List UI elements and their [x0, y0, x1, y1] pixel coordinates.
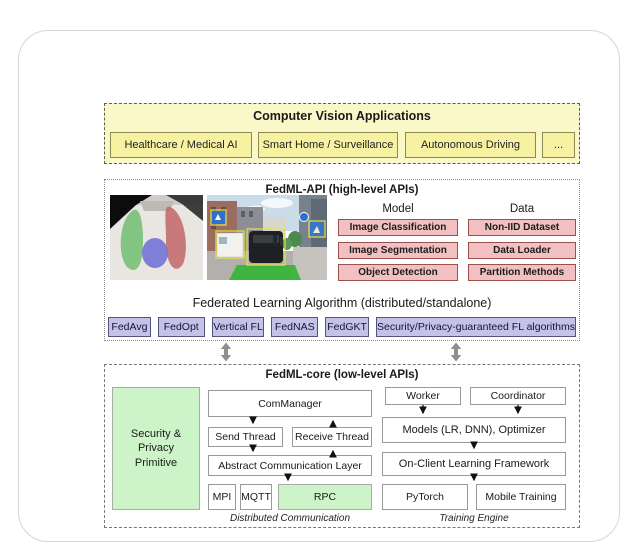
- protocol-mpi-box: MPI: [208, 484, 236, 510]
- algorithm-vertical-fl: Vertical FL: [211, 317, 265, 337]
- fedml-core-section: FedML-core (low-level APIs) Security & P…: [104, 364, 580, 528]
- application-smart-home: Smart Home / Surveillance: [258, 132, 398, 158]
- coordinator-box: Coordinator: [470, 387, 566, 405]
- fedml-api-title: FedML-API (high-level APIs): [265, 184, 419, 196]
- algorithm-security-privacy: Security/Privacy-guaranteed FL algorithm…: [375, 317, 577, 337]
- algorithm-fedopt: FedOpt: [157, 317, 205, 337]
- fedml-api-section: FedML-API (high-level APIs): [104, 179, 580, 341]
- applications-section: Computer Vision Applications Healthcare …: [104, 103, 580, 164]
- lung-segmentation-image: [110, 195, 203, 280]
- fedml-core-title: FedML-core (low-level APIs): [265, 369, 419, 381]
- worker-box: Worker: [385, 387, 461, 405]
- send-thread-box: Send Thread: [208, 427, 283, 447]
- model-column-title: Model: [382, 203, 414, 215]
- sync-arrow-icon: [450, 342, 462, 362]
- training-engine-caption: Training Engine: [439, 513, 509, 524]
- model-object-detection: Object Detection: [338, 264, 458, 281]
- model-image-classification: Image Classification: [338, 219, 458, 236]
- protocol-mqtt-box: MQTT: [240, 484, 272, 510]
- application-ellipsis: ...: [542, 132, 575, 158]
- diagram-card: Computer Vision Applications Healthcare …: [18, 30, 620, 542]
- model-image-segmentation: Image Segmentation: [338, 242, 458, 259]
- pytorch-box: PyTorch: [382, 484, 468, 510]
- abstract-communication-layer-box: Abstract Communication Layer: [208, 455, 372, 476]
- street-detection-image: [207, 195, 327, 280]
- data-non-iid-dataset: Non-IID Dataset: [468, 219, 576, 236]
- protocol-rpc-box: RPC: [278, 484, 372, 510]
- data-data-loader: Data Loader: [468, 242, 576, 259]
- fl-algorithm-title: Federated Learning Algorithm (distribute…: [192, 296, 492, 310]
- algorithm-fedavg: FedAvg: [108, 317, 151, 337]
- receive-thread-box: Receive Thread: [292, 427, 372, 447]
- application-healthcare: Healthcare / Medical AI: [110, 132, 252, 158]
- com-manager-box: ComManager: [208, 390, 372, 417]
- fl-algorithm-row: FedAvg FedOpt Vertical FL FedNAS FedGKT …: [108, 317, 577, 337]
- security-privacy-primitive-box: Security & Privacy Primitive: [112, 387, 200, 510]
- application-autonomous-driving: Autonomous Driving: [405, 132, 536, 158]
- applications-title: Computer Vision Applications: [253, 109, 431, 123]
- mobile-training-box: Mobile Training: [476, 484, 566, 510]
- models-optimizer-box: Models (LR, DNN), Optimizer: [382, 417, 566, 443]
- on-client-learning-framework-box: On-Client Learning Framework: [382, 452, 566, 476]
- algorithm-fedgkt: FedGKT: [325, 317, 369, 337]
- sync-arrow-icon: [220, 342, 232, 362]
- data-partition-methods: Partition Methods: [468, 264, 576, 281]
- data-column-title: Data: [509, 203, 535, 215]
- algorithm-fednas: FedNAS: [271, 317, 319, 337]
- distributed-communication-caption: Distributed Communication: [229, 513, 351, 524]
